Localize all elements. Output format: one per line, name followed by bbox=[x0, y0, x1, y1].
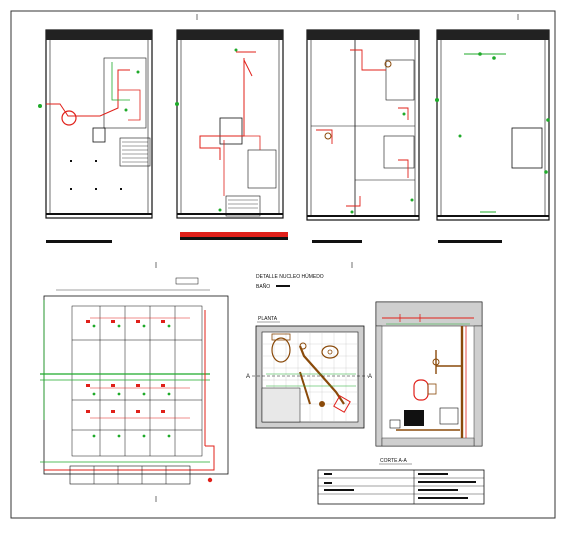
section-label: CORTE A-A bbox=[380, 458, 408, 464]
section-marker-right: A bbox=[368, 374, 372, 380]
plan-label: PLANTA bbox=[258, 316, 278, 322]
section-marker-left: A bbox=[246, 374, 250, 380]
valve-icon bbox=[432, 358, 440, 366]
floor-plan-4 bbox=[435, 29, 550, 243]
plumbing-riser-plan bbox=[40, 277, 229, 485]
toilet-icon bbox=[271, 337, 291, 363]
detail-subtitle: BAÑO bbox=[256, 283, 270, 290]
shower-icon bbox=[333, 395, 351, 413]
floor-plan-2 bbox=[175, 29, 288, 240]
tank-icon bbox=[61, 110, 77, 126]
bathroom-plan bbox=[252, 325, 368, 429]
sheet-border bbox=[10, 10, 556, 519]
title-block bbox=[317, 469, 485, 505]
water-heater-icon bbox=[413, 379, 429, 401]
sink-icon bbox=[321, 345, 339, 359]
subtitle-underline bbox=[276, 285, 290, 287]
floor-plan-3 bbox=[306, 29, 420, 243]
bathroom-section-aa bbox=[375, 301, 483, 447]
grid-ticks bbox=[155, 14, 519, 502]
detail-title: DETALLE NUCLEO HÚMEDO bbox=[256, 273, 324, 280]
floor-plan-1 bbox=[38, 29, 153, 243]
